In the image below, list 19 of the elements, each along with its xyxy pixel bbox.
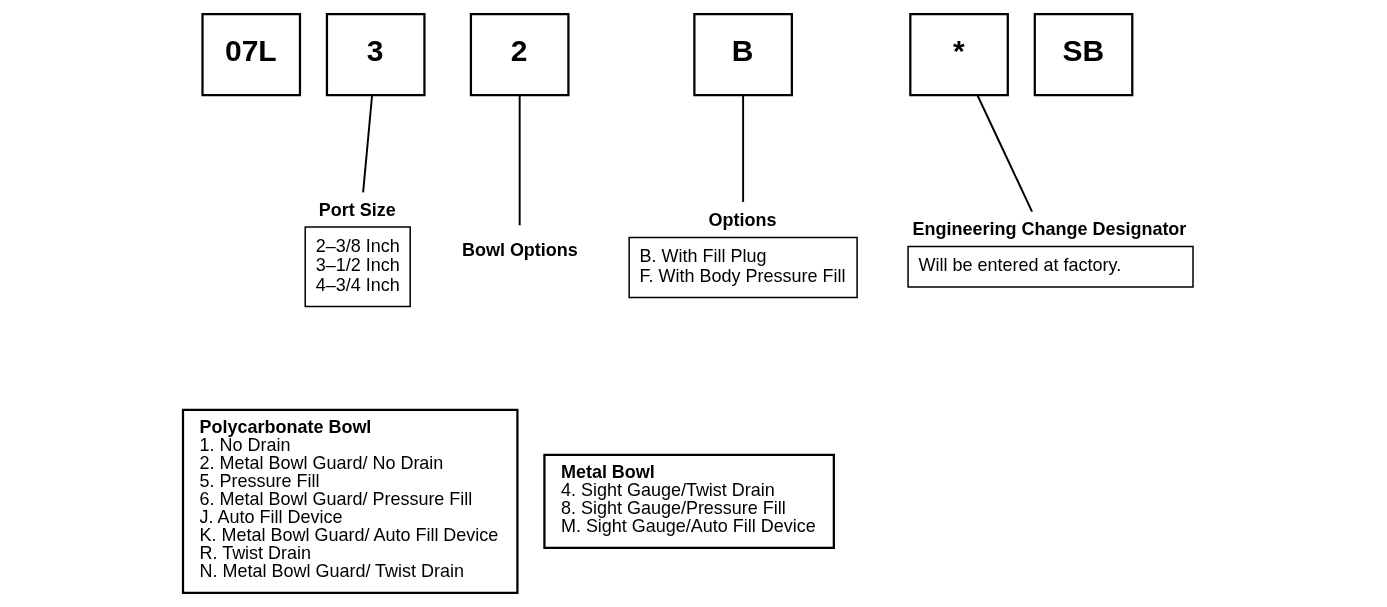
node-box: B. With Fill Plug F. With Body Pressure Fill [627,236,858,299]
node-box: 2–3/8 Inch 3–1/2 Inch 4–3/4 Inch [303,226,411,308]
node-box: 07L [200,12,301,97]
node-box: SB [1033,12,1133,97]
connector [741,94,744,203]
connector [976,94,1033,213]
node-box: * [908,12,1009,97]
node-label: Engineering Change Designator [912,219,1186,240]
node-box: B [692,12,793,97]
node-box: Will be entered at factory. [906,245,1194,288]
node-box: 3 [325,12,426,97]
node-box: Metal Bowl 4. Sight Gauge/Twist Drain 8. Sight Gauge/Pressure Fill M. Sight Gauge/Auto Fill Device [542,453,835,550]
node-text: Bowl Options [461,239,578,260]
connector [518,94,521,227]
node-label: Port Size [318,199,396,220]
connector [361,94,373,194]
node-label: Options [708,210,777,231]
node-box: 2 [469,12,570,97]
node-box: Polycarbonate Bowl 1. No Drain 2. Metal Bowl Guard/ No Drain 5. Pressure Fill 6. Metal Bowl Guard/ Pressure Fill J. Auto Fill Device K. Metal Bowl Guard/ Auto Fill Device R. Twist Drain N. Metal Bowl Guard/ Twist Drain [181,408,519,595]
